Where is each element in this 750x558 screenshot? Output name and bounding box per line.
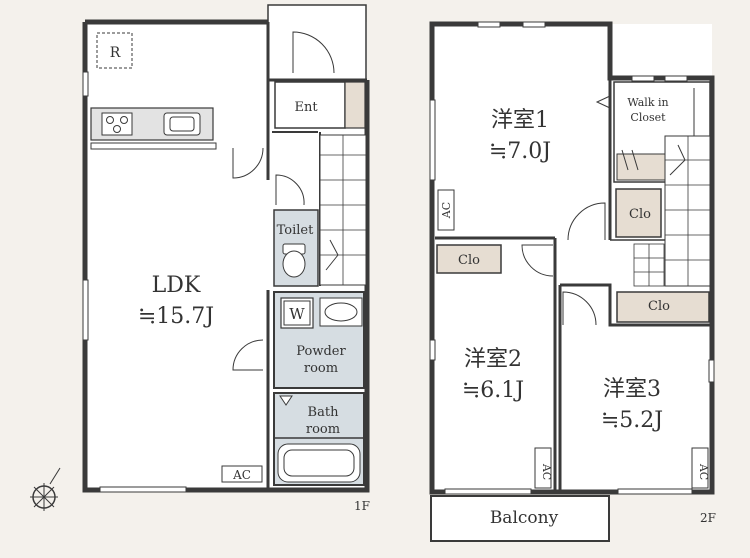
roof-hatch-label: R [110,45,121,61]
powder-room-label-1: Powder [296,344,346,359]
closet-label-2: Clo [458,253,480,268]
room2-ac-label: AC [540,463,553,480]
bath-room-label-2: room [306,422,340,437]
floor1-label: 1F [354,499,370,513]
powder-room-label-2: room [304,361,338,376]
first-floor [82,4,370,493]
floor2-label: 2F [700,511,716,525]
entrance-label: Ent [294,100,318,115]
walk-in-closet-label-2: Closet [630,111,666,124]
room1-ac-label: AC [440,202,453,219]
room3-name: 洋室3 [603,377,661,402]
closet-label-3: Clo [648,299,670,314]
second-floor [429,21,715,542]
toilet-label: Toilet [277,223,314,238]
washer-label: W [289,305,305,323]
room3-area: ≒5.2J [601,408,663,433]
balcony-label: Balcony [490,508,559,528]
room3-ac-label: AC [697,463,710,480]
ldk-area: ≒15.7J [138,304,214,329]
walk-in-closet-label-1: Walk in [627,96,668,109]
ldk-name: LDK [152,273,201,298]
bath-room-label-1: Bath [308,405,340,420]
room2-area: ≒6.1J [462,378,524,403]
closet-label-1: Clo [629,207,651,222]
room1-area: ≒7.0J [489,139,551,164]
room2-name: 洋室2 [464,347,522,372]
room1-name: 洋室1 [491,108,549,133]
ldk-ac-label: AC [232,468,251,482]
compass-icon [30,467,61,511]
